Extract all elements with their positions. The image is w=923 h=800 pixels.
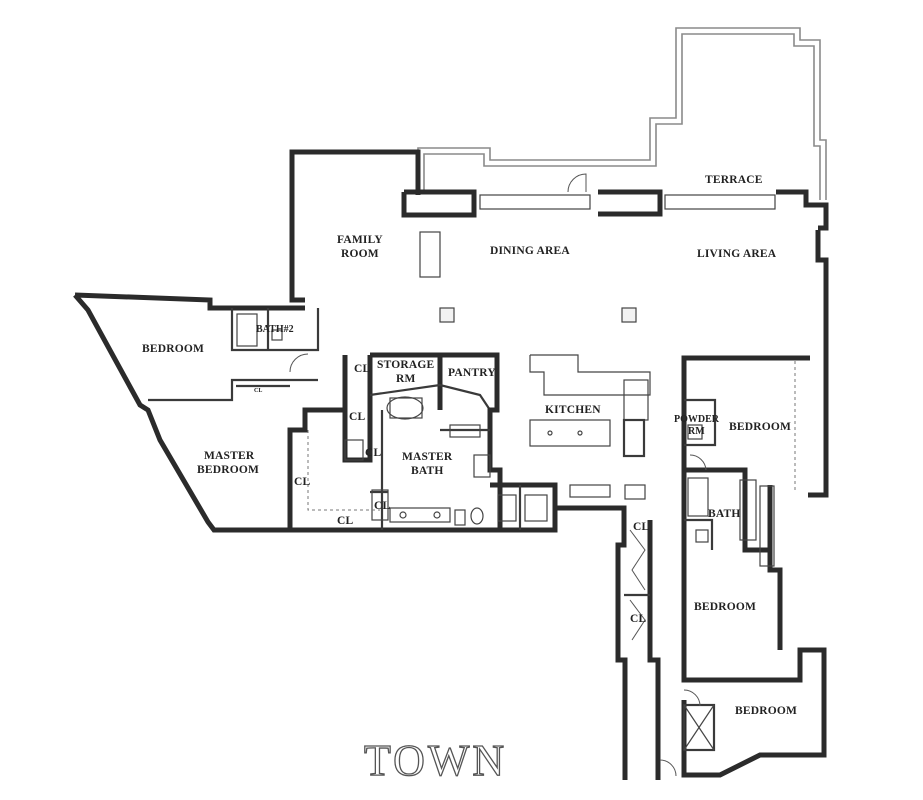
interior-walls	[148, 173, 810, 777]
exterior-walls	[73, 149, 829, 780]
bath-east-label: BATH	[708, 508, 741, 520]
bedroom-south-label: BEDROOM	[694, 601, 756, 613]
closet-label: CL	[374, 500, 391, 512]
family-room-label-1: FAMILY	[337, 234, 383, 246]
closet-label: CL	[633, 521, 650, 533]
bedroom-southeast-label: BEDROOM	[735, 705, 797, 717]
master-bath-label-1: MASTER	[402, 451, 453, 463]
kitchen-label: KITCHEN	[545, 404, 601, 416]
powder-label-1: POWDER	[674, 414, 720, 425]
closet-label: CL	[349, 411, 366, 423]
storage-label-1: STORAGE	[377, 359, 435, 371]
pantry-label: PANTRY	[448, 367, 496, 379]
living-area-label: LIVING AREA	[697, 248, 777, 260]
bedroom-east-label: BEDROOM	[729, 421, 791, 433]
closet-label: CL	[354, 363, 371, 375]
closet-label: CL	[337, 515, 354, 527]
master-bedroom-label-2: BEDROOM	[197, 464, 259, 476]
town-logo-text: TOWN	[364, 736, 507, 785]
room-labels: TERRACE FAMILY ROOM DINING AREA LIVING A…	[142, 174, 797, 717]
terrace-label: TERRACE	[705, 174, 763, 186]
master-bedroom-label-1: MASTER	[204, 450, 255, 462]
bedroom-west-label: BEDROOM	[142, 343, 204, 355]
dining-area-label: DINING AREA	[490, 245, 570, 257]
closet-label: CL	[254, 388, 262, 394]
master-bath-label-2: BATH	[411, 465, 444, 477]
closet-labels: CL CL CL CL CL CL CL CL CL	[254, 363, 650, 625]
closet-label: CL	[630, 613, 647, 625]
terrace-outline	[417, 27, 827, 200]
bath2-label: BATH#2	[256, 324, 294, 335]
closet-label: CL	[294, 476, 311, 488]
powder-label-2: RM	[688, 426, 705, 437]
storage-label-2: RM	[396, 373, 416, 385]
family-room-label-2: ROOM	[341, 248, 379, 260]
closet-label: CL	[365, 447, 382, 459]
